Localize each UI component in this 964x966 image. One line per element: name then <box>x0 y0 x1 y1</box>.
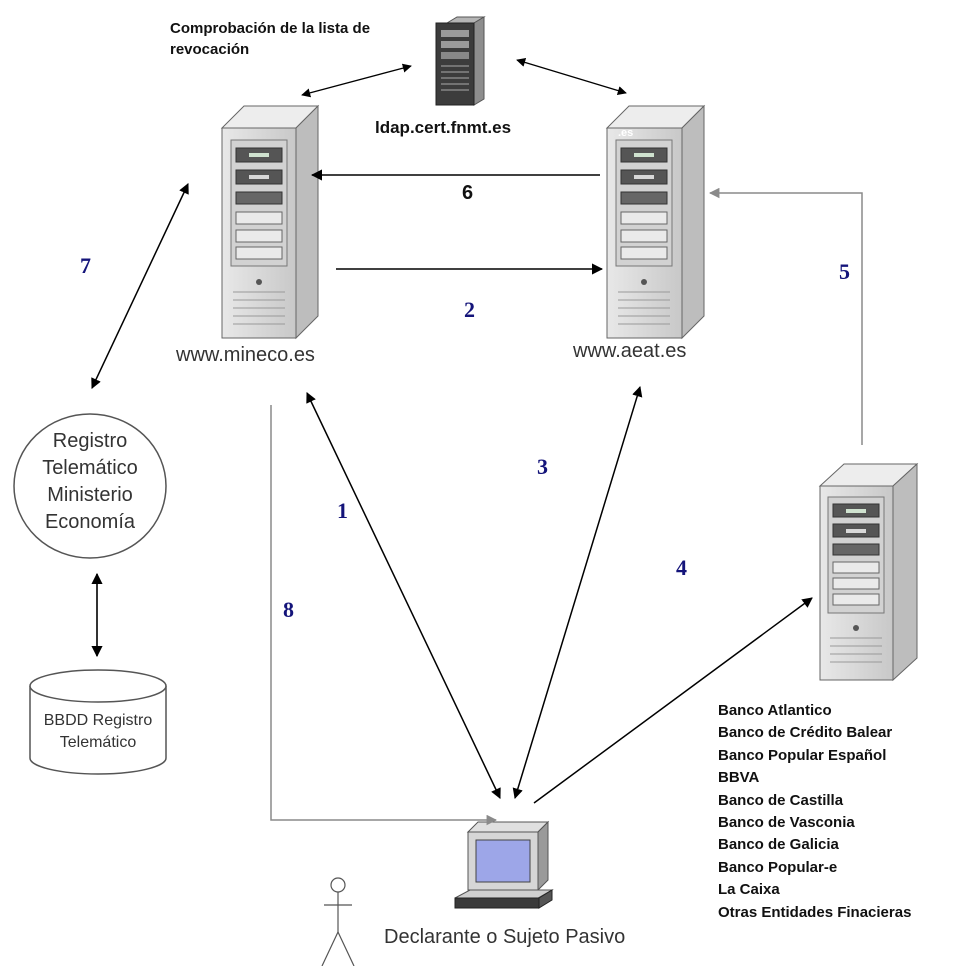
arrow-1 <box>306 392 501 799</box>
step-5-label: 5 <box>839 259 850 284</box>
bank-item: Banco de Galicia <box>718 836 839 854</box>
arrow-3 <box>512 385 643 800</box>
bank-item: La Caixa <box>718 881 780 899</box>
bank-item: Otras Entidades Finacieras <box>718 903 912 921</box>
bank-item: Banco Atlantico <box>718 702 832 719</box>
step-1-label: 1 <box>337 498 348 523</box>
aeat-host-label: www.aeat.es <box>573 340 687 362</box>
registro-line4: Economía <box>44 511 136 533</box>
registro-node-label: Registro Telemático Ministerio Economía <box>14 428 166 536</box>
mineco-server-icon <box>220 104 320 340</box>
ldap-right-arrow <box>516 58 627 95</box>
ldap-server-icon <box>435 16 486 106</box>
bbdd-line1: BBDD Registro <box>43 712 153 729</box>
ldap-host-label: ldap.cert.fnmt.es <box>375 118 512 137</box>
ldap-caption-line2: revocación <box>170 41 250 58</box>
bank-item: Banco Popular Español <box>718 746 887 764</box>
client-computer-icon <box>454 820 554 909</box>
aeat-fragment-label: .es <box>618 127 634 139</box>
step-4-label: 4 <box>676 555 687 580</box>
bbdd-line2: Telemático <box>59 734 137 751</box>
arrow-8 <box>270 405 498 826</box>
step-8-label: 8 <box>283 597 294 622</box>
aeat-server-icon <box>605 104 706 340</box>
ldap-caption-line1: Comprobación de la lista de <box>170 20 371 37</box>
person-icon <box>321 877 355 966</box>
step-2-label: 2 <box>464 297 475 322</box>
client-label: Declarante o Sujeto Pasivo <box>384 926 626 948</box>
registro-line2: Telemático <box>42 457 138 479</box>
bbdd-database-icon <box>29 669 167 775</box>
bank-item: Banco de Castilla <box>718 791 844 809</box>
ldap-left-arrow <box>301 63 412 98</box>
registro-line3: Ministerio <box>47 484 133 506</box>
arrow-7 <box>91 183 189 389</box>
registro-line1: Registro <box>52 430 128 452</box>
bbdd-node-label: BBDD Registro Telemático <box>30 710 166 754</box>
registro-node-shape <box>13 413 167 559</box>
bank-item: Banco de Vasconia <box>718 814 855 832</box>
bank-item: Banco Popular-e <box>718 858 838 876</box>
bank-server-icon <box>818 462 919 682</box>
bank-item: BBVA <box>718 769 760 787</box>
arrow-5 <box>708 187 863 445</box>
step-7-label: 7 <box>80 253 91 278</box>
bank-item: Banco de Crédito Balear <box>718 724 893 742</box>
step-6-label: 6 <box>462 182 474 204</box>
bank-list: Banco Atlantico Banco de Crédito Balear … <box>718 700 911 924</box>
arrow-4 <box>533 597 813 804</box>
mineco-host-label: www.mineco.es <box>176 344 315 366</box>
step-3-label: 3 <box>537 454 548 479</box>
